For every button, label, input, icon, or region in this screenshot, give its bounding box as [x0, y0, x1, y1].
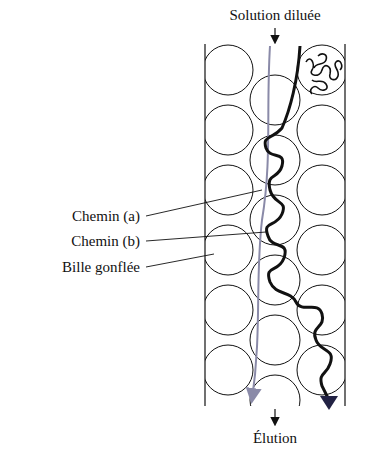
- swollen-bead: [297, 165, 345, 215]
- outlet-label: Élution: [253, 429, 297, 447]
- flow-arrow: [274, 409, 275, 424]
- swollen-bead: [297, 345, 345, 395]
- column-wall: [344, 44, 345, 406]
- swollen-bead: [250, 375, 300, 406]
- title-label: Solution diluée: [229, 6, 320, 24]
- leader-line: [146, 254, 214, 267]
- bead-group: [205, 45, 345, 406]
- path-b-arrowhead: [320, 396, 338, 410]
- path-label: Chemin (a): [72, 207, 140, 225]
- bead-label: Bille gonflée: [62, 258, 140, 276]
- swollen-bead: [205, 225, 253, 275]
- path-a-line: [252, 46, 270, 400]
- path-label: Chemin (b): [71, 232, 140, 250]
- swollen-bead: [205, 345, 253, 395]
- swollen-bead: [205, 285, 253, 335]
- swollen-bead: [250, 135, 300, 185]
- swollen-bead: [205, 165, 253, 215]
- swollen-bead: [297, 45, 345, 95]
- swollen-bead: [297, 225, 345, 275]
- path-b-line: [265, 46, 331, 398]
- column-wall: [204, 44, 205, 406]
- flow-arrow: [274, 28, 275, 42]
- leader-line: [146, 232, 266, 241]
- swollen-bead: [297, 105, 345, 155]
- swollen-bead: [205, 105, 253, 155]
- swollen-bead: [205, 45, 253, 95]
- leader-line: [146, 190, 262, 216]
- polymer-coil: [306, 54, 342, 94]
- swollen-bead: [250, 195, 300, 245]
